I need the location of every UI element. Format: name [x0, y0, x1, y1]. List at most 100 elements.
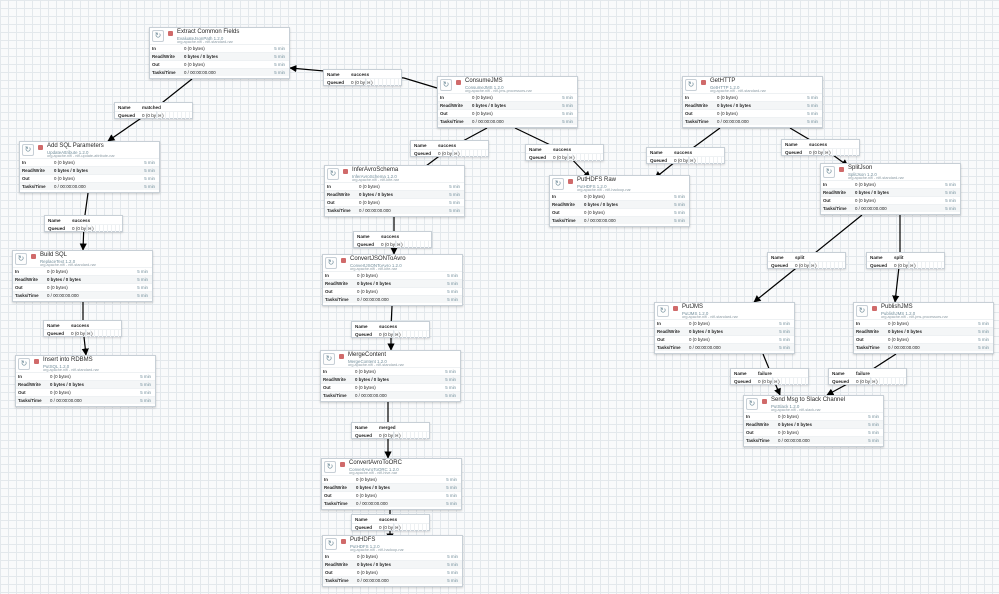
stat-label: Read/Write	[325, 281, 348, 286]
connection-queued: 0 (0 bytes)	[553, 155, 575, 160]
stat-value: 0 / 00:00:00.000	[184, 70, 216, 75]
stat-label: Tasks/Time	[22, 184, 46, 189]
stat-window: 5 min	[274, 62, 285, 67]
stat-label: In	[324, 477, 328, 482]
stopped-status-icon	[34, 359, 39, 364]
stat-window: 5 min	[446, 493, 457, 498]
stat-value: 0 (0 bytes)	[689, 321, 710, 326]
stat-label: Read/Write	[323, 377, 346, 382]
stat-window: 5 min	[449, 184, 460, 189]
queue-fill-bar	[567, 153, 603, 161]
queue-fill-bar	[393, 330, 429, 338]
connection-queued-label: Queued	[771, 263, 789, 268]
stopped-status-icon	[341, 539, 346, 544]
processor-bundle: org.apache.nifi - nifi-update-attribute-…	[47, 154, 115, 158]
stat-window: 5 min	[447, 570, 458, 575]
stat-window: 5 min	[274, 46, 285, 51]
stat-value: 0 / 00:00:00.000	[47, 293, 79, 298]
processor-bundle: org.apache.nifi - nifi-standard-nar	[43, 368, 99, 372]
stat-window: 5 min	[868, 414, 879, 419]
stat-value: 0 (0 bytes)	[357, 289, 378, 294]
connection-queued: 0 (0 bytes)	[351, 80, 373, 85]
processor-name: Send Msg to Slack Channel	[771, 397, 846, 403]
stat-value: 0 bytes / 0 bytes	[356, 485, 390, 490]
stat-window: 5 min	[779, 337, 790, 342]
stat-window: 5 min	[674, 210, 685, 215]
stat-window: 5 min	[447, 578, 458, 583]
processor-icon: ↻	[657, 305, 669, 317]
stat-label: Read/Write	[823, 190, 846, 195]
stat-label: Tasks/Time	[323, 393, 347, 398]
stat-value: 0 / 00:00:00.000	[888, 345, 920, 350]
connection-queued: 0 (0 bytes)	[379, 433, 401, 438]
connection-queued-label: Queued	[832, 379, 850, 384]
stat-label: Read/Write	[18, 382, 41, 387]
stat-window: 5 min	[446, 501, 457, 506]
stat-label: Tasks/Time	[152, 70, 176, 75]
stopped-status-icon	[341, 258, 346, 263]
stat-value: 0 (0 bytes)	[50, 374, 71, 379]
stat-value: 0 (0 bytes)	[356, 477, 377, 482]
stat-value: 0 (0 bytes)	[54, 176, 75, 181]
queue-fill-bar	[85, 329, 121, 337]
processor-icon: ↻	[685, 79, 697, 91]
queue-fill-bar	[395, 240, 431, 248]
stat-value: 0 bytes / 0 bytes	[472, 103, 506, 108]
processor-type: ConvertAvroToORC 1.2.0	[349, 466, 399, 472]
processor-bundle: org.apache.nifi - nifi-slack-nar	[771, 408, 821, 412]
stopped-status-icon	[762, 399, 767, 404]
connection-name: success	[438, 142, 457, 148]
connection-queued-label: Queued	[355, 525, 373, 530]
stat-window: 5 min	[807, 111, 818, 116]
connection-name-label: Name	[327, 71, 340, 77]
